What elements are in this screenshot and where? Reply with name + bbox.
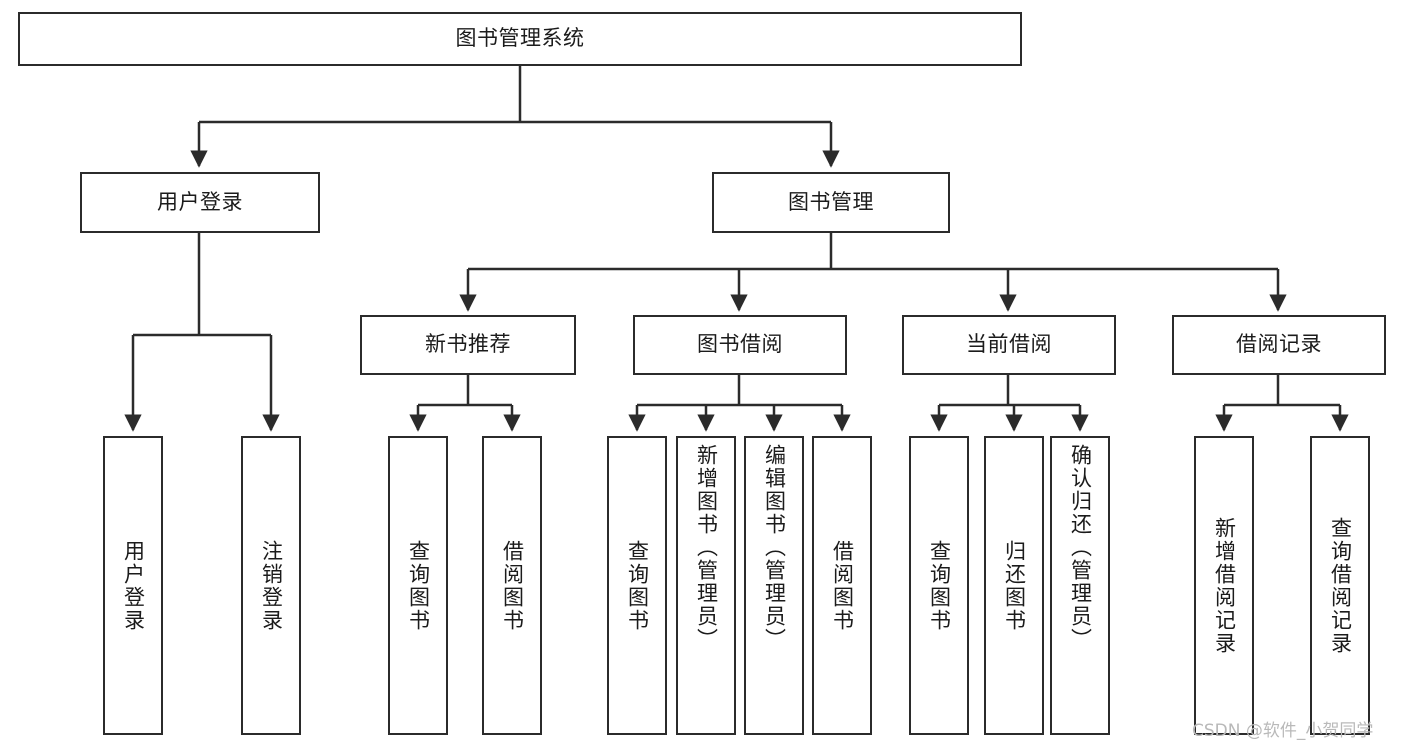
leaf-confirm-return-admin-label: 确认归还（管理员） xyxy=(1068,444,1093,651)
leaf-logout[interactable]: 注销登录 xyxy=(241,436,301,735)
leaf-query-book-2-label: 查询图书 xyxy=(625,539,650,632)
leaf-query-book-1[interactable]: 查询图书 xyxy=(388,436,448,735)
node-book-borrow[interactable]: 图书借阅 xyxy=(633,315,847,375)
node-root-book-management-system[interactable]: 图书管理系统 xyxy=(18,12,1022,66)
leaf-borrow-book-2-label: 借阅图书 xyxy=(830,539,855,632)
leaf-query-book-3-label: 查询图书 xyxy=(927,539,952,632)
leaf-user-login-label: 用户登录 xyxy=(121,539,146,632)
node-user-login-label: 用户登录 xyxy=(157,189,243,214)
node-borrow-record[interactable]: 借阅记录 xyxy=(1172,315,1386,375)
leaf-confirm-return-admin[interactable]: 确认归还（管理员） xyxy=(1050,436,1110,735)
node-book-management-label: 图书管理 xyxy=(788,189,874,214)
leaf-query-book-3[interactable]: 查询图书 xyxy=(909,436,969,735)
node-user-login[interactable]: 用户登录 xyxy=(80,172,320,233)
leaf-query-borrow-record-label: 查询借阅记录 xyxy=(1328,516,1353,655)
leaf-edit-book-admin-label: 编辑图书（管理员） xyxy=(762,444,787,651)
node-current-borrow-label: 当前借阅 xyxy=(966,332,1052,357)
node-new-book-recommend-label: 新书推荐 xyxy=(425,332,511,357)
leaf-logout-label: 注销登录 xyxy=(259,539,284,632)
leaf-edit-book-admin[interactable]: 编辑图书（管理员） xyxy=(744,436,804,735)
leaf-borrow-book-2[interactable]: 借阅图书 xyxy=(812,436,872,735)
node-new-book-recommend[interactable]: 新书推荐 xyxy=(360,315,576,375)
node-root-label: 图书管理系统 xyxy=(455,26,585,51)
leaf-return-book[interactable]: 归还图书 xyxy=(984,436,1044,735)
leaf-add-book-admin[interactable]: 新增图书（管理员） xyxy=(676,436,736,735)
leaf-add-book-admin-label: 新增图书（管理员） xyxy=(694,444,719,651)
node-book-borrow-label: 图书借阅 xyxy=(697,332,783,357)
leaf-borrow-book-1[interactable]: 借阅图书 xyxy=(482,436,542,735)
leaf-query-borrow-record[interactable]: 查询借阅记录 xyxy=(1310,436,1370,735)
leaf-add-borrow-record[interactable]: 新增借阅记录 xyxy=(1194,436,1254,735)
node-borrow-record-label: 借阅记录 xyxy=(1236,332,1322,357)
leaf-user-login[interactable]: 用户登录 xyxy=(103,436,163,735)
leaf-add-borrow-record-label: 新增借阅记录 xyxy=(1212,516,1237,655)
leaf-borrow-book-1-label: 借阅图书 xyxy=(500,539,525,632)
leaf-query-book-2[interactable]: 查询图书 xyxy=(607,436,667,735)
csdn-watermark: CSDN @软件_小贺同学 xyxy=(1192,721,1374,741)
node-current-borrow[interactable]: 当前借阅 xyxy=(902,315,1116,375)
node-book-management[interactable]: 图书管理 xyxy=(712,172,950,233)
leaf-return-book-label: 归还图书 xyxy=(1002,539,1027,632)
leaf-query-book-1-label: 查询图书 xyxy=(406,539,431,632)
